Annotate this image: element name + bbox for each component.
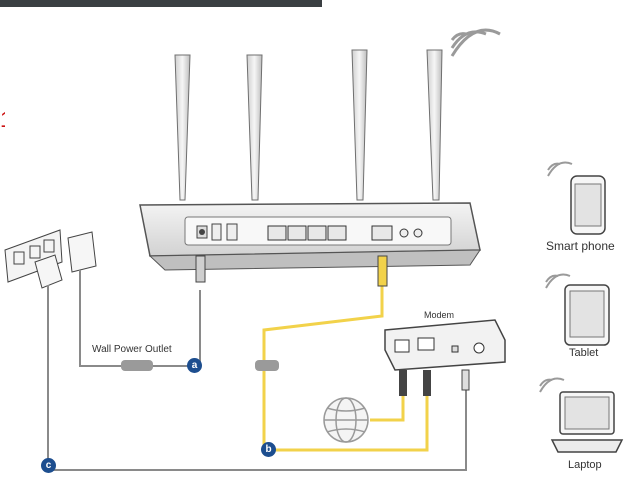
modem-label: Modem bbox=[424, 310, 455, 320]
cable-tag-b bbox=[255, 360, 279, 371]
step-badge-c: c bbox=[41, 458, 56, 473]
tablet-label: Tablet bbox=[569, 347, 599, 359]
step-badge-b: b bbox=[261, 442, 276, 457]
tablet-icon bbox=[545, 273, 610, 346]
wan-plug bbox=[377, 255, 388, 287]
globe-icon bbox=[323, 397, 369, 443]
step-badge-a: a bbox=[187, 358, 202, 373]
router-icon bbox=[139, 202, 481, 271]
laptop-icon bbox=[539, 377, 624, 453]
laptop-label: Laptop bbox=[568, 459, 602, 471]
wifi-icon bbox=[450, 28, 501, 57]
power-cable-c bbox=[47, 285, 467, 471]
header-bar bbox=[0, 0, 322, 7]
power-adapter-icon bbox=[34, 231, 97, 289]
router-antennas bbox=[174, 49, 443, 201]
power-outlet-icon bbox=[4, 229, 63, 283]
wall-power-outlet-label: Wall Power Outlet bbox=[92, 344, 172, 355]
ethernet-cable-modem-to-internet bbox=[370, 396, 405, 422]
modem-icon bbox=[384, 319, 506, 396]
smart-phone-label: Smart phone bbox=[546, 239, 615, 253]
ethernet-cable-router-to-modem bbox=[262, 286, 429, 452]
power-plug bbox=[195, 255, 206, 283]
red-accent-mark: 1 bbox=[0, 108, 5, 132]
cable-tag-a bbox=[121, 360, 153, 371]
smartphone-icon bbox=[547, 161, 606, 235]
